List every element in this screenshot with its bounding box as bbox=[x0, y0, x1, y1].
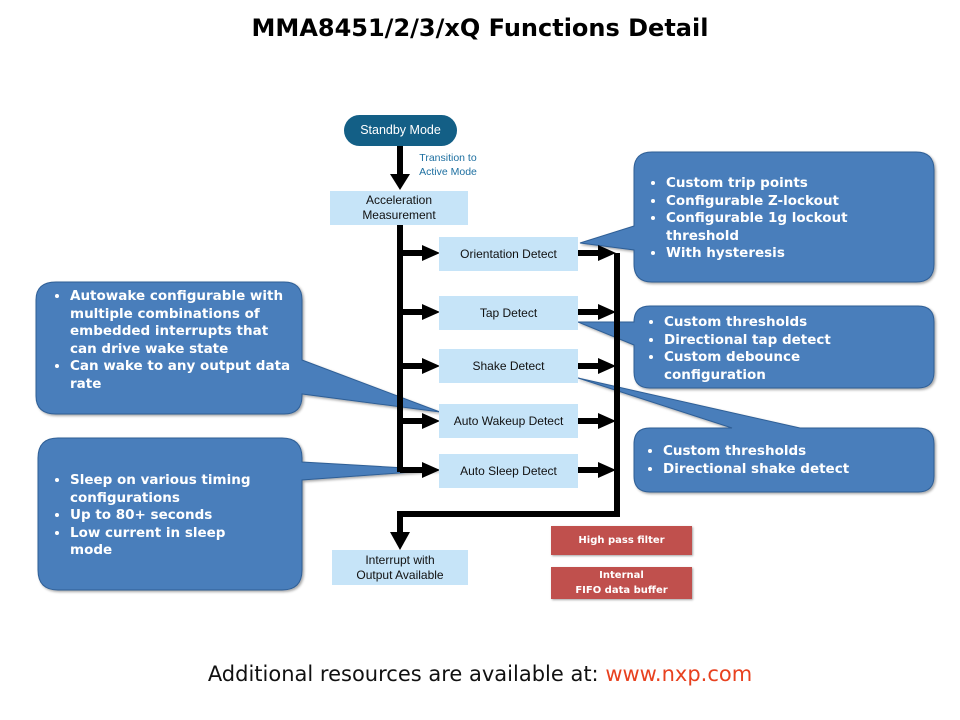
callout-autosleep: Sleep on various timing configurations U… bbox=[52, 472, 282, 560]
nxp-link[interactable]: www.nxp.com bbox=[605, 662, 753, 686]
callout-item: With hysteresis bbox=[666, 245, 928, 263]
callout-item: Autowake configurable with multiple comb… bbox=[70, 288, 297, 358]
transition-label: Transition to Active Mode bbox=[412, 151, 484, 179]
callout-item: Custom thresholds bbox=[664, 314, 931, 332]
callout-autowake: Autowake configurable with multiple comb… bbox=[52, 288, 297, 393]
callout-shake-shape bbox=[577, 377, 935, 493]
callout-autosleep-shape bbox=[37, 437, 441, 591]
high-pass-filter-label: High pass filter bbox=[578, 535, 665, 546]
callout-item: Custom trip points bbox=[666, 175, 928, 193]
orientation-detect-label: Orientation Detect bbox=[460, 246, 557, 261]
callout-tap: Custom thresholds Directional tap detect… bbox=[646, 314, 931, 384]
output-line-1: Interrupt with bbox=[365, 552, 435, 567]
transition-line-2: Active Mode bbox=[419, 166, 477, 178]
callout-item: Custom thresholds bbox=[663, 443, 930, 461]
high-pass-filter-box: High pass filter bbox=[551, 526, 692, 555]
auto-sleep-detect-node: Auto Sleep Detect bbox=[439, 454, 578, 488]
shake-detect-node: Shake Detect bbox=[439, 349, 578, 383]
callout-item: Sleep on various timing configurations bbox=[70, 472, 282, 507]
shake-detect-label: Shake Detect bbox=[472, 358, 545, 373]
page-title: MMA8451/2/3/xQ Functions Detail bbox=[251, 14, 709, 42]
auto-wakeup-detect-node: Auto Wakeup Detect bbox=[439, 404, 578, 438]
fifo-line-1: Internal bbox=[599, 570, 644, 581]
tap-detect-node: Tap Detect bbox=[439, 296, 578, 330]
tap-detect-label: Tap Detect bbox=[479, 305, 538, 320]
transition-line-1: Transition to bbox=[419, 152, 477, 164]
callout-orientation-shape bbox=[579, 151, 935, 283]
auto-sleep-detect-label: Auto Sleep Detect bbox=[460, 463, 557, 478]
callout-item: Directional tap detect bbox=[664, 332, 931, 350]
callout-item: Can wake to any output data rate bbox=[70, 358, 297, 393]
callout-item: Up to 80+ seconds bbox=[70, 507, 282, 525]
callout-item: Directional shake detect bbox=[663, 461, 930, 479]
acceleration-measurement-node: Acceleration Measurement bbox=[330, 191, 468, 225]
measure-line-1: Acceleration bbox=[365, 193, 433, 207]
standby-mode-node: Standby Mode bbox=[344, 115, 457, 146]
interrupt-output-node: Interrupt with Output Available bbox=[332, 550, 468, 585]
orientation-detect-node: Orientation Detect bbox=[439, 237, 578, 271]
measure-line-2: Measurement bbox=[362, 208, 436, 222]
fifo-buffer-box: Internal FIFO data buffer bbox=[551, 567, 692, 599]
fifo-line-2: FIFO data buffer bbox=[575, 585, 668, 596]
callout-autowake-shape bbox=[35, 281, 441, 415]
callout-item: Custom debounce configuration bbox=[664, 349, 829, 384]
callout-shake: Custom thresholds Directional shake dete… bbox=[645, 443, 930, 478]
footer: Additional resources are available at: w… bbox=[0, 662, 960, 686]
standby-mode-label: Standby Mode bbox=[360, 123, 441, 137]
callout-orientation: Custom trip points Configurable Z-lockou… bbox=[648, 175, 928, 263]
output-line-2: Output Available bbox=[356, 567, 444, 582]
callout-tap-shape bbox=[577, 305, 935, 389]
footer-text: Additional resources are available at: bbox=[207, 662, 606, 686]
auto-wakeup-detect-label: Auto Wakeup Detect bbox=[453, 413, 564, 428]
callout-item: Configurable Z-lockout bbox=[666, 193, 928, 211]
callout-item: Configurable 1g lockout threshold bbox=[666, 210, 871, 245]
callout-item: Low current in sleep mode bbox=[70, 525, 250, 560]
